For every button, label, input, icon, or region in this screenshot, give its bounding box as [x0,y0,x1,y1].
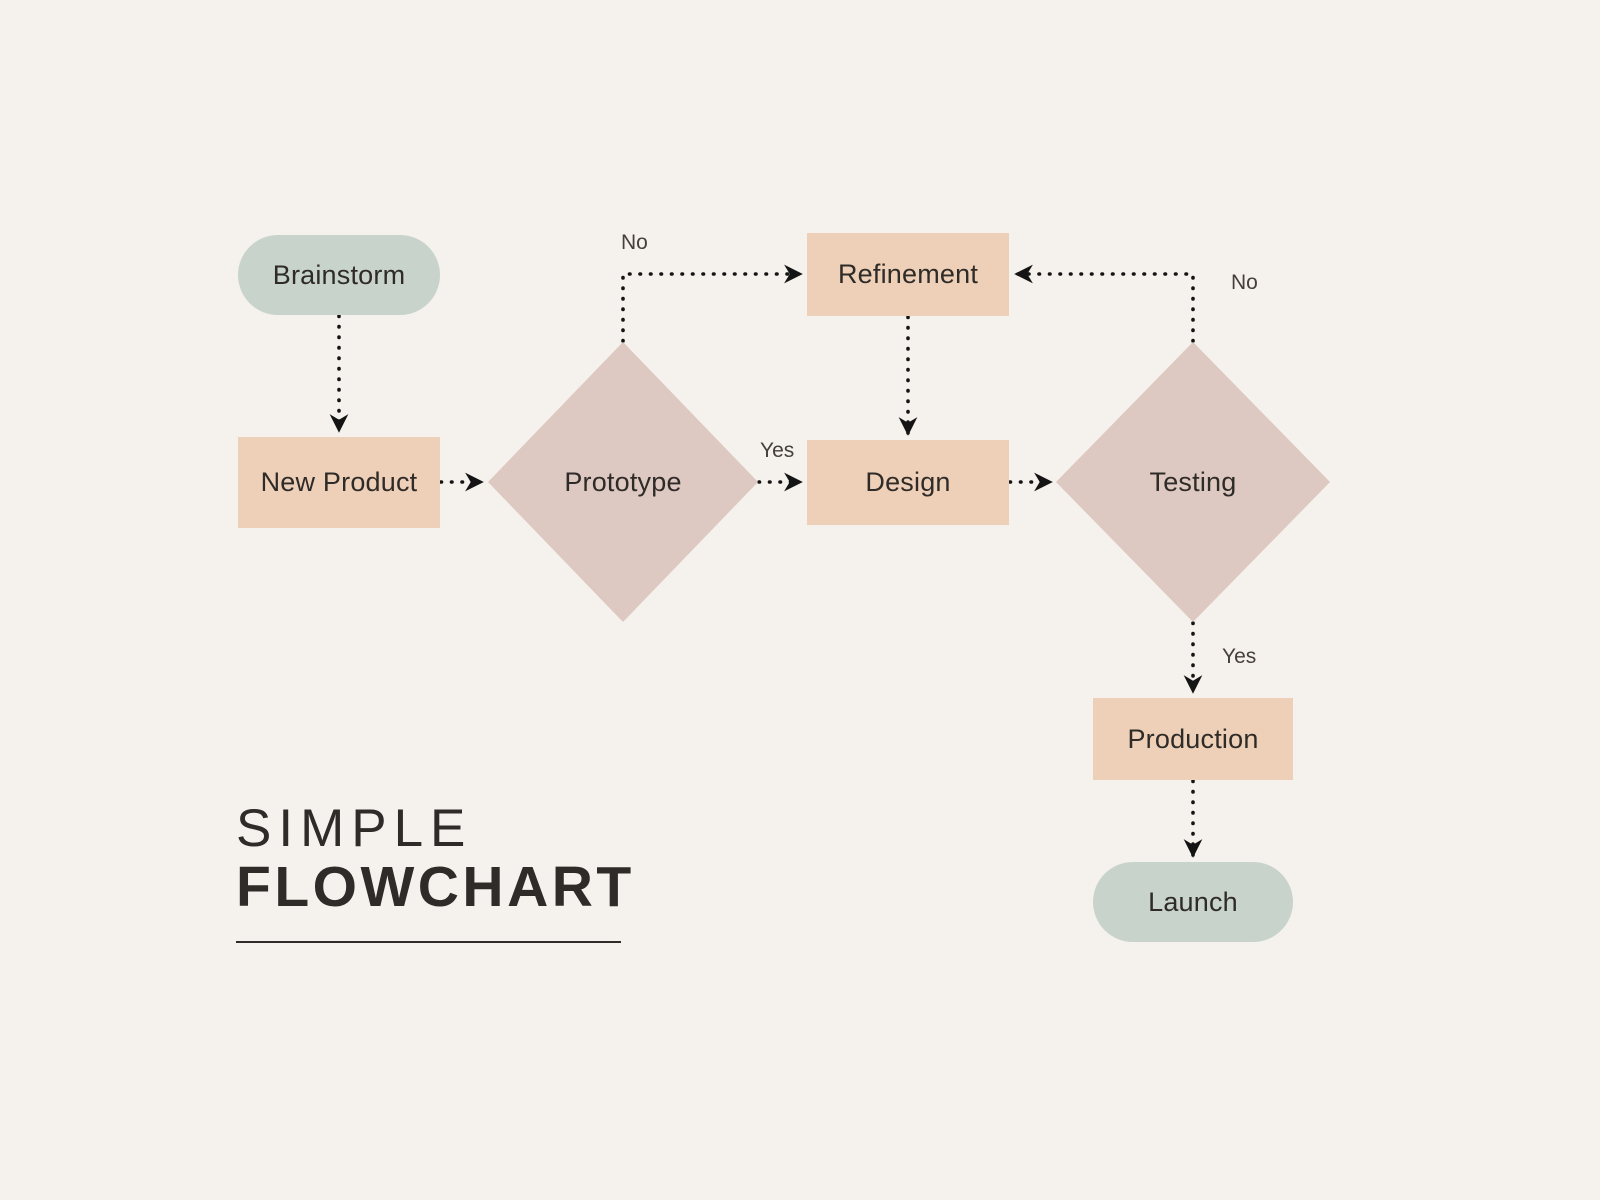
node-design[interactable]: Design [807,440,1009,525]
node-label-brainstorm: Brainstorm [272,259,406,290]
node-label-testing: Testing [1149,466,1237,497]
title-divider [236,940,621,943]
edge-label-testing-yes: Yes [1222,645,1257,668]
title-line-simple: SIMPLE [236,799,473,858]
edge-label-prototype-no: No [621,231,648,254]
edge-label-prototype-yes: Yes [760,439,795,462]
title-line-flowchart: FLOWCHART [236,855,635,920]
node-label-refinement: Refinement [837,259,979,289]
node-label-prototype: Prototype [564,466,682,497]
node-brainstorm[interactable]: Brainstorm [238,235,440,315]
edge-testing-no-to-refinement [1014,264,1195,343]
node-refinement[interactable]: Refinement [807,233,1009,316]
node-label-new-product: New Product [260,467,418,497]
node-new-product[interactable]: New Product [238,437,440,528]
node-label-launch: Launch [1148,886,1238,917]
node-production[interactable]: Production [1093,698,1293,780]
node-launch[interactable]: Launch [1093,862,1293,942]
edge-prototype-no-to-refinement [621,264,803,343]
edge-label-testing-no: No [1231,271,1258,294]
node-label-production: Production [1127,723,1259,754]
node-label-design: Design [865,467,951,497]
title-block: SIMPLE FLOWCHART [236,800,636,943]
node-prototype[interactable]: Prototype [488,342,758,622]
node-testing[interactable]: Testing [1056,342,1330,622]
